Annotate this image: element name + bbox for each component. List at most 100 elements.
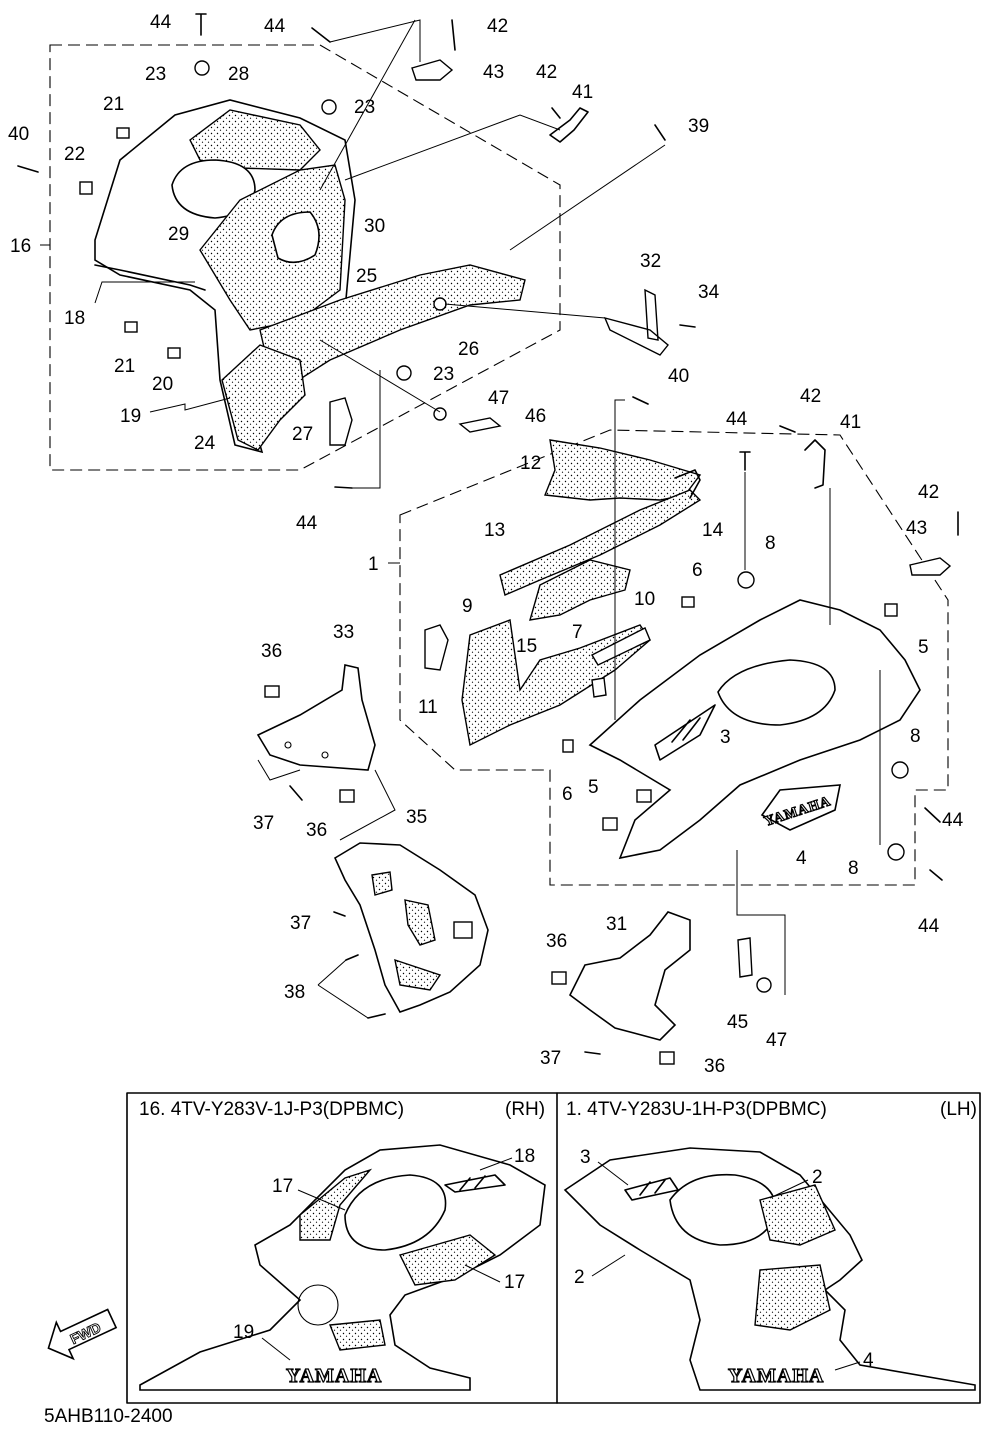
callout-15: 15	[516, 636, 537, 657]
callout-16: 16	[10, 236, 31, 257]
fwd-arrow-shape	[47, 1308, 118, 1361]
callout-8: 8	[765, 533, 776, 554]
callout-30: 30	[364, 216, 385, 237]
part-40-bolt	[17, 165, 39, 173]
callout-44: 44	[918, 916, 940, 937]
callout-42: 42	[918, 482, 939, 503]
rh-label-18: 18	[514, 1146, 535, 1167]
callout-36: 36	[261, 641, 282, 662]
part-32-bracket	[603, 288, 669, 356]
part-36-nut-c	[551, 971, 567, 985]
callout-5: 5	[588, 777, 599, 798]
part-38-screw-b	[367, 1013, 386, 1019]
leader-bracket-45	[736, 850, 786, 995]
part-8-grommet-bottom	[887, 843, 905, 861]
callout-46: 46	[525, 406, 546, 427]
part-5-nut-lower-a	[636, 789, 652, 803]
callout-13: 13	[484, 520, 505, 541]
callout-22: 22	[64, 144, 85, 165]
part-47-grommet-lower	[756, 977, 772, 993]
callout-29: 29	[168, 224, 189, 245]
callout-43: 43	[483, 62, 504, 83]
part-21-clip-lower	[124, 321, 138, 333]
lh-leader-4	[834, 1361, 861, 1371]
callout-12: 12	[520, 453, 541, 474]
part-36-nut-b	[339, 789, 355, 803]
callout-18: 18	[64, 308, 85, 329]
part-23-grommet-a	[194, 60, 210, 76]
part-5-nut-lower-b	[602, 817, 618, 831]
part-11-bracket	[424, 624, 449, 671]
part-24-lower-panel	[221, 344, 306, 451]
part-26-collar	[433, 297, 447, 311]
lh-panel-side: (LH)	[940, 1099, 977, 1120]
leader-33-left	[257, 759, 301, 781]
lh-leader-2-top	[769, 1179, 809, 1199]
lh-logo-decal	[624, 1177, 679, 1201]
part-37-screw-a	[289, 785, 303, 801]
part-23-grommet-c	[396, 365, 412, 381]
part-44-bolt-lower	[334, 486, 353, 489]
part-44-bolt-upper	[311, 27, 331, 43]
leader-routing-c	[344, 114, 561, 181]
part-34-bolt	[679, 324, 696, 328]
rh-cowl-lower-shade	[329, 1319, 386, 1351]
part-25-inner-lower	[259, 264, 526, 397]
part-33-inner-bracket	[256, 664, 396, 841]
part-20-clip	[167, 347, 181, 359]
part-45-bracket	[737, 937, 753, 978]
rh-logo-decal	[444, 1174, 506, 1193]
part-46-bracket	[458, 417, 502, 433]
callout-37: 37	[290, 913, 311, 934]
part-13-insulator	[499, 489, 702, 596]
part-29-edge-trim	[94, 264, 206, 291]
part-28-headlight-opening	[171, 159, 256, 219]
callout-14: 14	[702, 520, 724, 541]
callout-36: 36	[704, 1056, 725, 1077]
callout-47: 47	[488, 388, 509, 409]
callout-23: 23	[433, 364, 454, 385]
rh-cowl-panel-17	[299, 1168, 373, 1241]
part-4-decal-panel	[760, 784, 841, 831]
callout-28: 28	[228, 64, 249, 85]
callout-3: 3	[720, 727, 731, 748]
lh-label-2-top: 2	[812, 1167, 823, 1188]
part-37-screw-b	[333, 911, 346, 917]
part-41-stay	[549, 107, 589, 143]
callout-4: 4	[796, 848, 807, 869]
rh-yamaha-decal: YAMAHA	[286, 1365, 382, 1387]
part-35-side-panel	[317, 842, 489, 1019]
callout-27: 27	[292, 424, 313, 445]
callout-1: 1	[368, 554, 379, 575]
part-35-cutout-c	[394, 958, 442, 991]
leader-18	[94, 281, 195, 304]
leader-routing-g	[319, 339, 441, 413]
callout-9: 9	[462, 596, 473, 617]
callout-44: 44	[296, 513, 318, 534]
leader-routing-e	[444, 303, 606, 319]
callout-26: 26	[458, 339, 479, 360]
callout-7: 7	[572, 622, 583, 643]
callout-31: 31	[606, 914, 627, 935]
reference-panels: 16. 4TV-Y283V-1J-P3(DPBMC) (RH) YAMAHA 1…	[126, 1092, 981, 1404]
callout-44: 44	[264, 16, 286, 37]
callout-41: 41	[840, 412, 861, 433]
part-30-side-panel	[199, 164, 346, 331]
part-14-trim	[674, 469, 701, 499]
part-8-grommet-top	[737, 571, 755, 589]
part-22-clip	[79, 181, 93, 195]
part-35-clip	[453, 921, 473, 939]
part-21-clip-upper	[116, 127, 130, 139]
rh-label-19: 19	[233, 1322, 254, 1343]
callout-40: 40	[8, 124, 29, 145]
part-44-bolt-right-a	[924, 807, 941, 823]
callout-37: 37	[540, 1048, 561, 1069]
fwd-arrow-label: FWD	[68, 1319, 104, 1347]
part-6-nut-top	[681, 596, 695, 608]
callout-42: 42	[487, 16, 508, 37]
callout-44: 44	[150, 12, 172, 33]
part-3-logo-decal	[654, 704, 716, 761]
rh-label-17-bottom: 17	[504, 1272, 525, 1293]
assembly-1-boundary	[399, 429, 949, 886]
